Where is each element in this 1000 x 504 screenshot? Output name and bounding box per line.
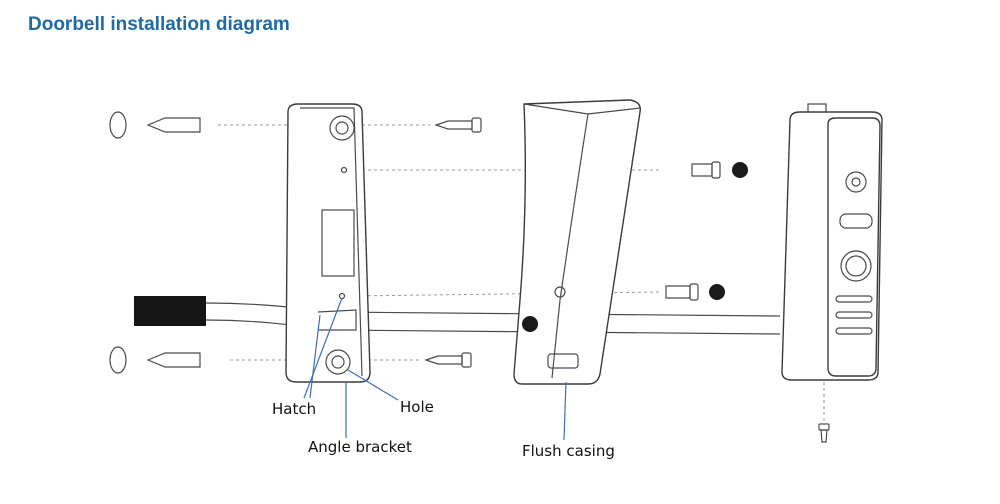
wall-plug-top (109, 111, 201, 139)
angle-bracket (285, 103, 371, 383)
screw-bottom-vertical (818, 423, 830, 443)
label-flush-casing: Flush casing (522, 442, 615, 460)
flush-casing (513, 99, 641, 385)
screw-mid-upper (691, 161, 748, 179)
label-hole: Hole (400, 398, 434, 416)
screw-bottom (424, 352, 472, 368)
cable-plug (134, 296, 206, 326)
diagram-title: Doorbell installation diagram (28, 14, 290, 35)
label-angle-bracket: Angle bracket (308, 438, 412, 456)
wall-plug-bottom (109, 346, 201, 374)
cable (134, 296, 781, 335)
doorbell-unit (781, 103, 883, 381)
call-button (840, 250, 872, 282)
label-hatch: Hatch (272, 400, 316, 418)
screw-mid-lower (665, 283, 725, 301)
camera-lens (845, 171, 867, 193)
screw-top (434, 117, 482, 133)
speaker-slot-3 (835, 327, 873, 335)
speaker-slot-2 (835, 311, 873, 319)
leader-lines (303, 297, 567, 441)
speaker-slot-1 (835, 295, 873, 303)
indicator-panel (839, 213, 873, 229)
